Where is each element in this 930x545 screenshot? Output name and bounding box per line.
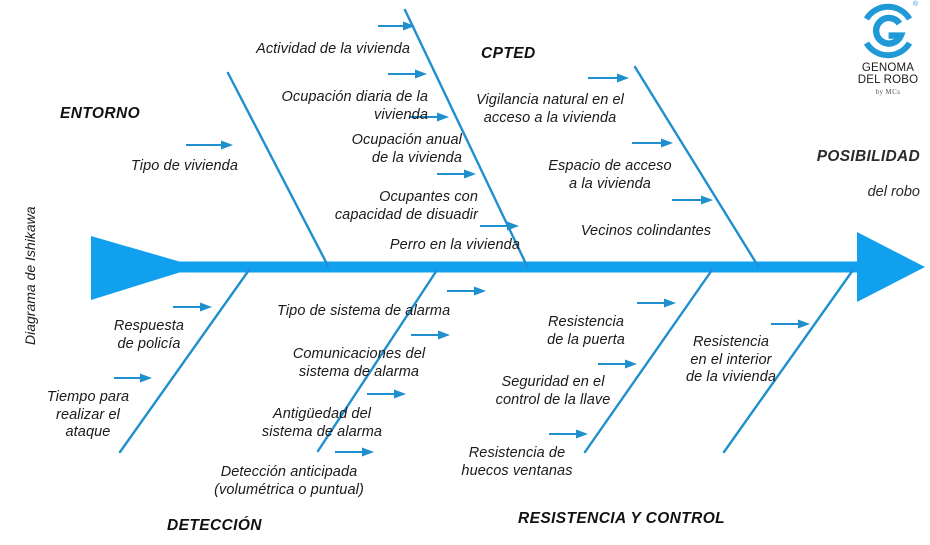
cause-arrow-tiempo-ataque [114,373,152,383]
category-label-resistencia-y-control: RESISTENCIA Y CONTROL [518,510,726,527]
cause-resistencia-ventanas: Resistencia de huecos ventanas [461,445,573,479]
brand-logo: ® GENOMA DEL ROBO by MCs [848,1,928,106]
cause-arrow-comunicaciones-alarma [411,330,450,340]
cause-arrow-resistencia-ventanas [549,429,588,439]
cause-arrow-respuesta-policia [173,302,212,312]
cause-ocupacion-anual: Ocupación anual de la vivienda [351,132,462,166]
effect-line-2: del robo [867,184,920,200]
cause-respuesta-policia: Respuesta de policía [113,318,185,352]
cause-arrow-resistencia-puerta [637,298,676,308]
cause-arrow-vecinos-colindantes [672,195,713,205]
cause-ocupantes-disuadir: Ocupantes con capacidad de disuadir [334,189,478,223]
cause-arrow-ocupantes-disuadir [437,169,476,179]
cause-comunicaciones-alarma: Comunicaciones del sistema de alarma [292,346,426,380]
cause-arrow-resistencia-interior [771,319,810,329]
effect-line-1: POSIBILIDAD [816,148,920,165]
cause-arrow-seguridad-llave [598,359,637,369]
effect-label: POSIBILIDAD del robo [748,130,920,218]
cause-arrow-actividad-vivienda [378,21,415,31]
logo-byline: by MCs [875,87,901,96]
cause-arrow-espacio-acceso [632,138,673,148]
category-label-deteccion: DETECCIÓN [167,517,262,534]
cause-arrow-ocupacion-diaria [388,69,427,79]
category-label-cpted: CPTED [481,45,536,62]
cause-antiguedad-alarma: Antigüedad del sistema de alarma [261,406,383,440]
cause-arrow-tipo-alarma [447,286,486,296]
spine-bar [178,261,860,273]
cause-seguridad-llave: Seguridad en el control de la llave [495,374,611,408]
cause-vecinos-colindantes: Vecinos colindantes [580,223,712,239]
cause-arrow-antiguedad-alarma [367,389,406,399]
cause-tiempo-ataque: Tiempo para realizar el ataque [46,389,130,441]
cause-vigilancia-natural: Vigilancia natural en el acceso a la viv… [475,92,625,126]
cause-actividad-vivienda: Actividad de la vivienda [256,41,410,57]
cause-arrow-tipo-de-vivienda [186,140,233,150]
cause-perro-vivienda: Perro en la vivienda [389,237,520,253]
genoma-g-icon: ® [859,1,918,60]
cause-arrow-deteccion-anticipada [335,447,374,457]
cause-espacio-acceso: Espacio de acceso a la vivienda [548,158,672,192]
cause-deteccion-anticipada: Detección anticipada (volumétrica o punt… [214,464,364,498]
cause-arrow-vigilancia-natural [588,73,629,83]
cause-tipo-alarma: Tipo de sistema de alarma [277,303,451,319]
logo-wordmark: GENOMA DEL ROBO [857,62,919,87]
category-label-entorno: ENTORNO [60,105,141,122]
cause-resistencia-interior: Resistencia en el interior de la viviend… [685,334,777,386]
spine-tail [91,236,181,300]
registered-trademark-icon: ® [912,1,918,8]
cause-ocupacion-diaria: Ocupación diaria de la vivienda [281,89,428,123]
cause-arrow-perro-vivienda [480,221,519,231]
spine-arrowhead [857,232,925,302]
diagram-title-vertical: Diagrama de Ishikawa [22,206,38,345]
cause-resistencia-puerta: Resistencia de la puerta [547,314,625,348]
cause-tipo-de-vivienda: Tipo de vivienda [130,158,238,174]
